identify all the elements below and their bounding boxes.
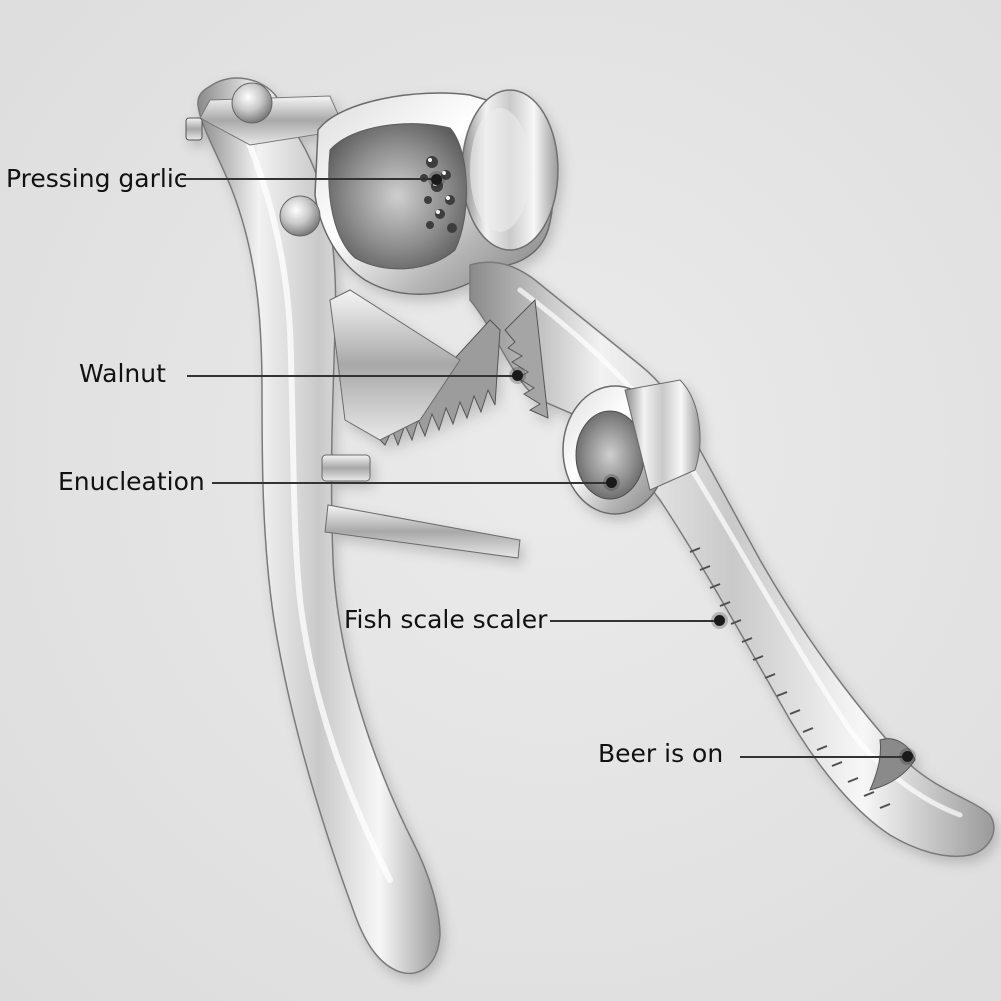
callout-leader-walnut bbox=[187, 375, 514, 377]
callout-label-walnut: Walnut bbox=[79, 359, 166, 388]
right-handle bbox=[469, 261, 995, 858]
callout-dot-pressing-garlic bbox=[431, 174, 442, 185]
callout-leader-fish-scale-scaler bbox=[550, 620, 717, 622]
callout-label-beer-is-on: Beer is on bbox=[598, 739, 724, 768]
callout-leader-pressing-garlic bbox=[180, 178, 435, 180]
callout-dot-beer-is-on bbox=[902, 751, 913, 762]
callout-leader-enucleation bbox=[212, 482, 610, 484]
fish-scale-serration bbox=[689, 547, 891, 809]
callout-dot-enucleation bbox=[606, 477, 617, 488]
callout-dot-fish-scale-scaler bbox=[714, 615, 725, 626]
callout-label-enucleation: Enucleation bbox=[58, 467, 205, 496]
callout-dot-walnut bbox=[512, 370, 523, 381]
callout-label-fish-scale-scaler: Fish scale scaler bbox=[344, 605, 548, 634]
callout-label-pressing-garlic: Pressing garlic bbox=[6, 164, 188, 193]
callout-leader-beer-is-on bbox=[740, 756, 905, 758]
